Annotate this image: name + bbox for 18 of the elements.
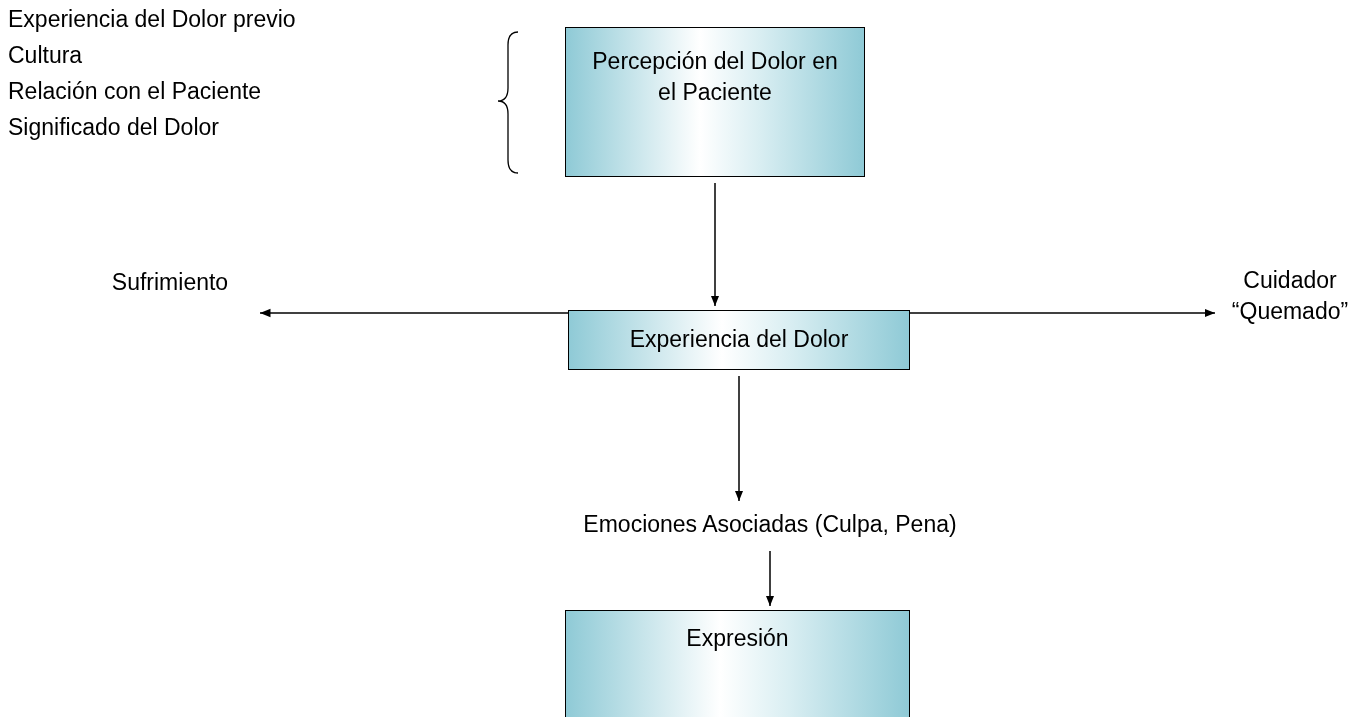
arrow (909, 308, 1216, 318)
factor-label: Experiencia del Dolor previo (8, 6, 296, 33)
flow-text: Sufrimiento (111, 268, 229, 298)
process-box (565, 610, 910, 717)
process-box (565, 27, 865, 177)
box-text: Expresión (686, 624, 789, 653)
arrow (259, 308, 569, 318)
factor-label: Cultura (8, 42, 83, 69)
arrow (765, 550, 775, 607)
arrow (710, 182, 720, 307)
factor-label: Significado del Dolor (8, 114, 219, 141)
flow-text: Emociones Asociadas (Culpa, Pena) (583, 510, 957, 540)
process-box (568, 310, 910, 370)
box-text: Percepción del Dolor en el Paciente (591, 47, 839, 108)
box-text: Experiencia del Dolor (629, 325, 849, 355)
arrow (734, 375, 744, 502)
factor-label: Relación con el Paciente (8, 78, 262, 105)
flow-text: Cuidador “Quemado” (1230, 265, 1350, 326)
